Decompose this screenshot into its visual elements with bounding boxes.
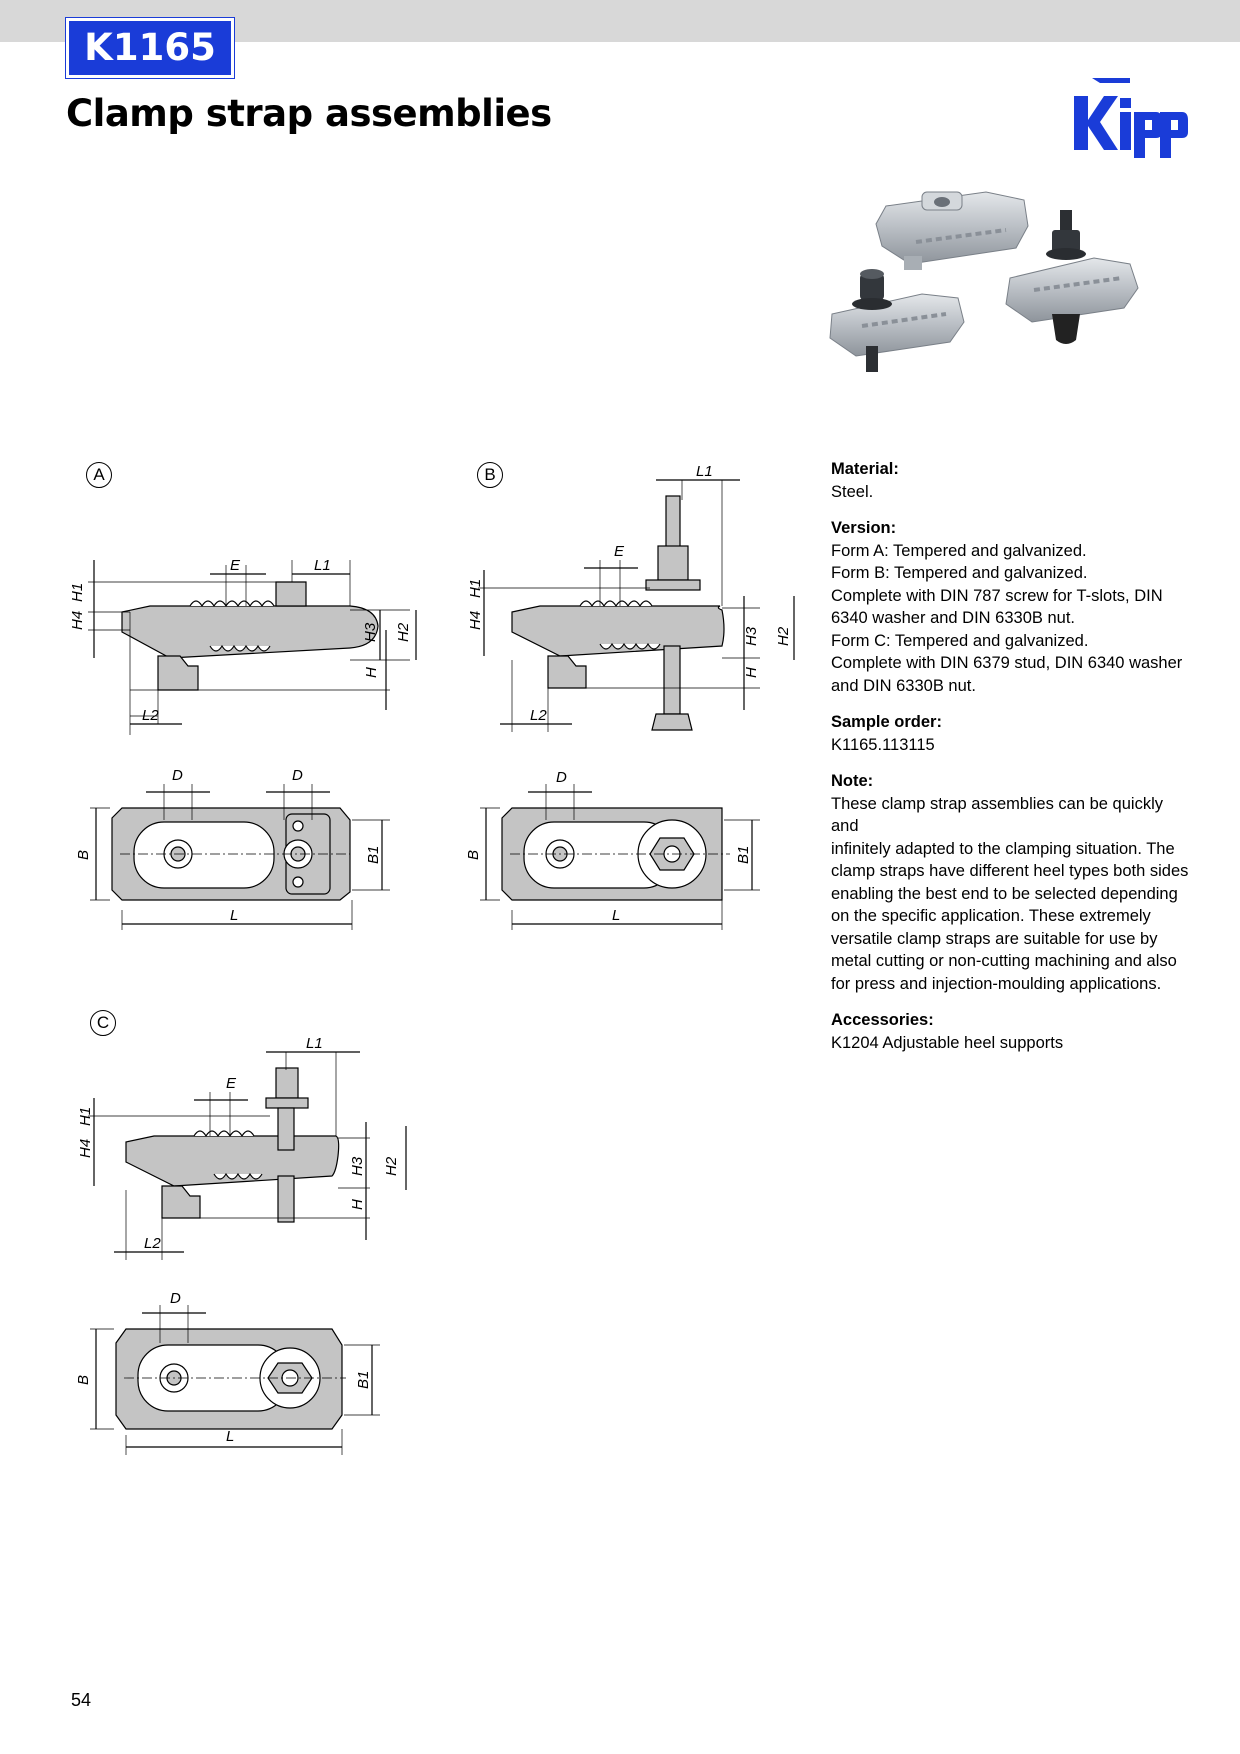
dim-label: H1 [467,579,484,598]
kipp-logo [1074,78,1188,158]
product-code-badge: K1165 [66,18,234,78]
material-heading: Material: [831,460,899,478]
dim-label: H4 [77,1139,94,1158]
dim-label: D [292,767,303,784]
version-line: Form C: Tempered and galvanized. [831,631,1089,650]
form-b-label: B [477,462,503,488]
accessories-heading: Accessories: [831,1011,934,1029]
dim-label: B1 [365,846,382,864]
form-a-top-drawing: D D B B1 L [75,767,390,930]
note-line: clamp straps have different heel types b… [831,862,1189,880]
accessories-section: Accessories: K1204 Adjustable heel suppo… [831,1009,1191,1054]
version-line: 6340 washer and DIN 6330B nut. [831,609,1075,627]
dim-label: E [230,557,241,574]
dim-label: H3 [743,626,760,646]
product-photo [829,191,1139,372]
dim-label: L2 [142,707,159,724]
dim-label: H3 [349,1156,366,1176]
note-line: for press and injection-moulding applica… [831,974,1162,993]
dim-label: B [75,850,92,860]
note-line: versatile clamp straps are suitable for … [831,929,1158,948]
sample-order-section: Sample order: K1165.113115 [831,711,1191,756]
dim-label: B1 [735,846,752,864]
version-line: and DIN 6330B nut. [831,676,976,695]
accessories-link[interactable]: K1204 Adjustable heel supports [831,1033,1064,1052]
form-c-side-drawing: L1 E H1 H4 H3 H2 H L2 [77,1035,407,1260]
dim-label: L1 [696,463,713,480]
dim-label: D [170,1290,181,1307]
dim-label: H2 [395,622,412,642]
note-line: enabling the best end to be selected dep… [831,884,1178,903]
note-heading: Note: [831,772,874,790]
dim-label: H4 [70,611,86,630]
version-heading: Version: [831,519,897,537]
dim-label: E [614,543,625,560]
dim-label: H [349,1199,366,1210]
material-section: Material: Steel. [831,458,1191,503]
note-line: These clamp strap assemblies can be quic… [831,794,1163,836]
dim-label: H2 [383,1156,400,1176]
dim-label: L2 [144,1235,161,1252]
material-text: Steel. [831,482,874,501]
note-line: metal cutting or non-cutting machining a… [831,952,1177,970]
dim-label: H [363,667,380,678]
dim-label: L2 [530,707,547,724]
page-title: Clamp strap assemblies [66,92,552,135]
note-section: Note: These clamp strap assemblies can b… [831,770,1191,995]
dim-label: B1 [355,1371,372,1389]
sample-order-heading: Sample order: [831,713,942,731]
dim-label: L [612,907,620,924]
dim-label: L1 [314,557,331,574]
dim-label: E [226,1075,237,1092]
dim-label: H3 [362,622,379,642]
version-section: Version: Form A: Tempered and galvanized… [831,517,1191,697]
version-line: Form B: Tempered and galvanized. [831,564,1088,582]
dim-label: H2 [775,626,792,646]
form-c-label: C [90,1010,116,1036]
form-a-side-drawing: E L1 H1 H4 H3 H2 H L2 [70,557,417,735]
dim-label: L1 [306,1035,323,1052]
note-line: infinitely adapted to the clamping situa… [831,839,1175,858]
form-b-top-drawing: D B B1 L [465,769,760,930]
version-line: Form A: Tempered and galvanized. [831,541,1087,560]
dim-label: D [172,767,183,784]
dim-label: B [75,1375,92,1385]
page-number: 54 [71,1690,92,1710]
form-b-side-drawing: L1 E H1 H4 H3 H2 H L2 [467,463,795,732]
sample-order-value: K1165.113115 [831,735,935,754]
note-line: on the specific application. These extre… [831,907,1151,925]
form-c-top-drawing: D B B1 L [75,1290,380,1455]
form-a-label: A [86,462,112,488]
dim-label: D [556,769,567,786]
dim-label: B [465,850,482,860]
dim-label: L [226,1428,234,1445]
info-column: Material: Steel. Version: Form A: Temper… [831,458,1191,1068]
dim-label: H1 [70,583,86,602]
dim-label: H [743,667,760,678]
dim-label: H1 [77,1107,94,1126]
version-line: Complete with DIN 787 screw for T-slots,… [831,586,1163,605]
dim-label: L [230,907,238,924]
version-line: Complete with DIN 6379 stud, DIN 6340 wa… [831,654,1183,672]
dim-label: H4 [467,611,484,630]
